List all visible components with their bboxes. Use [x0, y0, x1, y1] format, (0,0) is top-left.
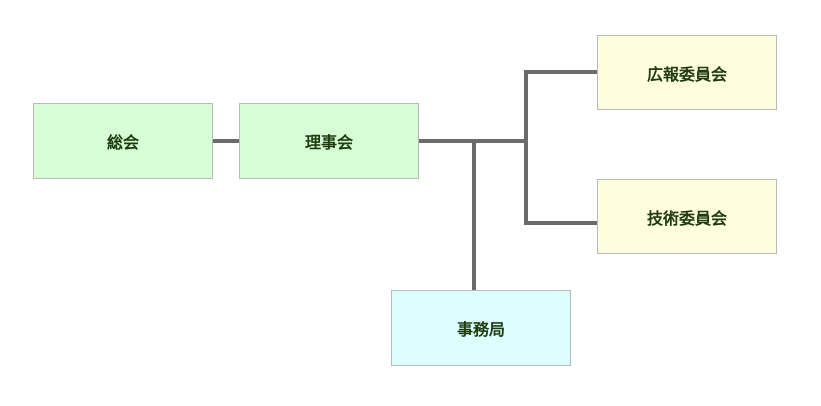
- node-gijutsu-label: 技術委員会: [646, 208, 727, 228]
- node-soukai: 総会: [33, 103, 213, 179]
- node-rijikai-label: 理事会: [304, 133, 353, 152]
- node-jimukyoku-label: 事務局: [456, 320, 505, 339]
- node-kouhou-iinkai: 広報委員会: [597, 35, 777, 110]
- node-gijutsu-iinkai: 技術委員会: [597, 179, 777, 254]
- node-rijikai: 理事会: [239, 103, 419, 179]
- node-jimukyoku: 事務局: [391, 290, 571, 366]
- node-soukai-label: 総会: [106, 133, 139, 152]
- node-kouhou-label: 広報委員会: [646, 64, 727, 84]
